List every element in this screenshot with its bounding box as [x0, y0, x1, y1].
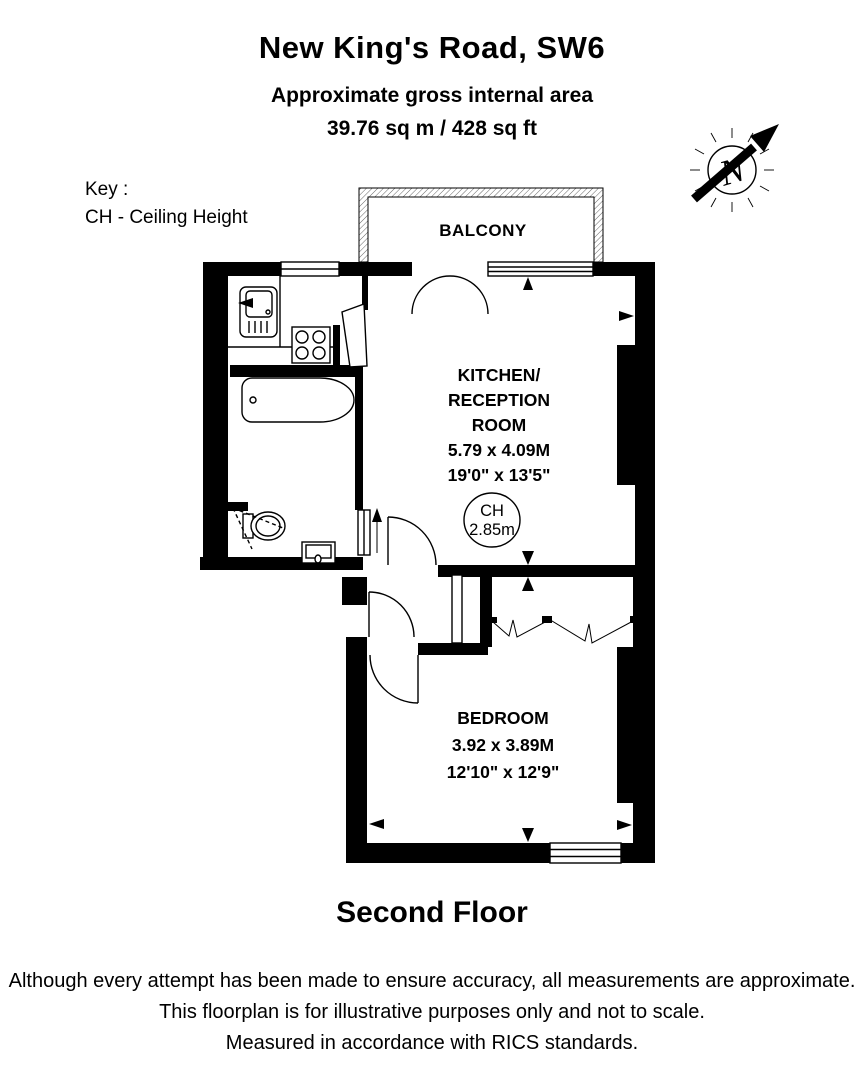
ceiling-height-badge: CH 2.85m	[463, 492, 521, 548]
kitchen-label: KITCHEN/ RECEPTION ROOM 5.79 x 4.09M 19'…	[448, 365, 551, 485]
measure-arrow-left	[369, 819, 384, 829]
windows	[280, 261, 622, 864]
gross-internal-area: 39.76 sq m / 428 sq ft	[326, 117, 538, 140]
kitchen-fixtures	[228, 276, 333, 364]
kitchen-dims-imperial: 19'0" x 13'5"	[448, 465, 551, 485]
measure-arrow-up	[523, 277, 533, 290]
kitchen-dims-metric: 5.79 x 4.09M	[448, 440, 550, 460]
measure-arrow-down	[522, 828, 534, 842]
balcony-label: BALCONY	[439, 221, 527, 240]
page-title: New King's Road, SW6	[258, 30, 606, 65]
floor-label: Second Floor	[336, 896, 528, 929]
hob-icon	[291, 326, 331, 364]
measure-arrow-right	[617, 820, 632, 830]
ceiling-height-value: 2.85m	[469, 521, 515, 539]
door-swing	[368, 591, 415, 638]
doors	[341, 275, 489, 704]
disclaimer: Although every attempt has been made to …	[0, 966, 864, 1059]
disclaimer-line-2: This floorplan is for illustrative purpo…	[159, 1001, 705, 1023]
kitchen-name-line2: RECEPTION	[448, 390, 550, 410]
walls	[200, 262, 655, 863]
window	[487, 261, 594, 277]
disclaimer-line-1: Although every attempt has been made to …	[8, 970, 856, 992]
measure-arrow-opening	[522, 551, 534, 591]
basin-icon	[301, 541, 336, 564]
bedroom-name: BEDROOM	[457, 708, 548, 728]
key-label: Key :	[85, 179, 129, 200]
key-block: Key : CH - Ceiling Height	[85, 176, 248, 232]
bathroom-fixtures	[232, 377, 355, 564]
measure-arrow-left	[238, 298, 253, 308]
door-swing	[387, 516, 437, 566]
toilet-icon	[232, 507, 286, 550]
door-leaf	[341, 303, 368, 368]
north-compass-icon: N	[690, 124, 779, 212]
wardrobe-line	[489, 616, 639, 644]
door-swing	[411, 275, 451, 315]
kitchen-name-line3: ROOM	[472, 415, 526, 435]
window	[357, 509, 371, 556]
bathtub-icon	[241, 377, 355, 423]
measure-arrow-right	[619, 311, 634, 321]
window	[549, 842, 622, 864]
bedroom-dims-imperial: 12'10" x 12'9"	[447, 762, 560, 782]
key-entry-ceiling-height: CH - Ceiling Height	[85, 207, 248, 228]
ceiling-height-label: CH	[480, 502, 504, 520]
kitchen-name-line1: KITCHEN/	[458, 365, 541, 385]
door-leaf	[451, 574, 463, 644]
subtitle: Approximate gross internal area	[270, 84, 594, 107]
door-swing	[369, 654, 419, 704]
balcony: BALCONY	[358, 187, 604, 263]
disclaimer-line-3: Measured in accordance with RICS standar…	[225, 1032, 639, 1054]
bedroom-label: BEDROOM 3.92 x 3.89M 12'10" x 12'9"	[447, 708, 560, 782]
measure-arrow-up-tall	[372, 508, 382, 553]
door-swing	[449, 275, 489, 315]
bedroom-dims-metric: 3.92 x 3.89M	[452, 735, 554, 755]
sink-icon	[239, 286, 278, 338]
measure-arrows	[238, 277, 634, 842]
window	[280, 261, 340, 277]
